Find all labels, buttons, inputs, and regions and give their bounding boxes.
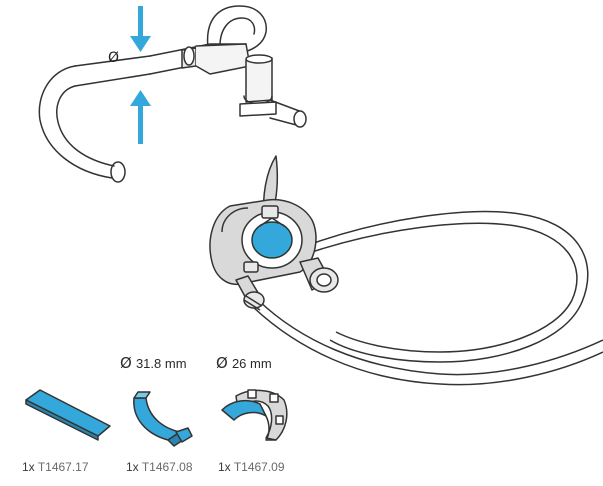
- part-qty: 1x: [218, 460, 231, 474]
- part-adapter-26: [221, 389, 288, 441]
- part-number: T1467.09: [233, 460, 285, 474]
- part-label-adapter: 1x T1467.09: [218, 460, 285, 474]
- handlebar-diameter-symbol: Ø: [108, 50, 119, 66]
- size-value: 31.8 mm: [135, 356, 187, 371]
- diameter-symbol: Ø: [216, 354, 228, 372]
- part-qty: 1x: [126, 460, 139, 474]
- part-adhesive-strip: [25, 389, 111, 441]
- size-value: 26 mm: [231, 356, 272, 371]
- part-number: T1467.17: [37, 460, 89, 474]
- size-label-31-8: Ø 31.8 mm: [120, 354, 187, 372]
- arrow-up-head: [130, 90, 151, 106]
- part-shim-31-8: [133, 391, 193, 447]
- part-qty: 1x: [22, 460, 35, 474]
- diameter-arrows: [130, 6, 151, 144]
- cable-illustration: [251, 210, 603, 386]
- arrow-down-head: [130, 36, 151, 52]
- handlebar-illustration: [38, 5, 307, 183]
- part-label-adhesive: 1x T1467.17: [22, 460, 89, 474]
- part-number: T1467.08: [141, 460, 193, 474]
- arrow-up-shaft: [138, 104, 143, 144]
- size-label-26: Ø 26 mm: [216, 354, 272, 372]
- diameter-symbol: Ø: [120, 354, 132, 372]
- shifter-illustration: [209, 155, 339, 311]
- part-label-shim: 1x T1467.08: [126, 460, 193, 474]
- arrow-down-shaft: [138, 6, 143, 38]
